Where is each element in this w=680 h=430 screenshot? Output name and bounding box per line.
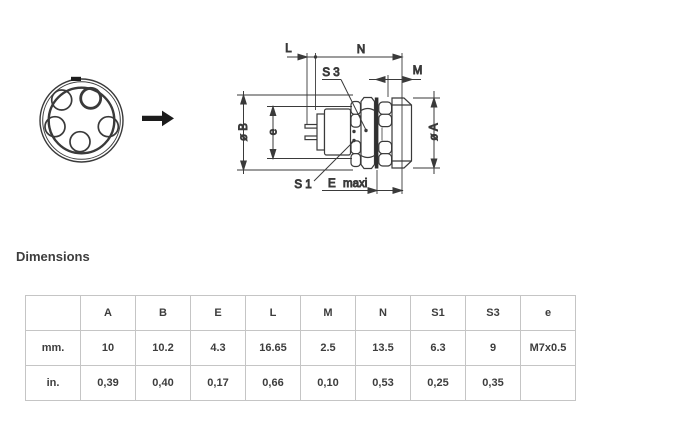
header-cell-blank [25,295,81,331]
cell-mm-s1: 6.3 [410,330,466,366]
insulator-body [323,108,352,156]
dim-label-e-maxi-maxi: maxi [343,178,367,190]
contact-hole [69,130,91,153]
row-label-in: in. [25,365,81,401]
mounting-thread [378,101,393,167]
keyway-notch [71,76,81,81]
contact-hole-keyed [79,86,103,110]
contact-hole [50,89,73,111]
table-header-row: A B E L M N S1 S3 e [25,295,576,331]
cell-in-s1: 0,25 [410,365,466,401]
cell-mm-m: 2.5 [300,330,356,366]
dim-label-e-maxi-e: E [328,178,336,190]
pin-upper [304,123,319,129]
cell-in-e: 0,17 [190,365,246,401]
cell-in-thread [520,365,576,401]
section-title: Dimensions [16,249,90,264]
cell-in-m: 0,10 [300,365,356,401]
cell-mm-l: 16.65 [245,330,301,366]
dim-label-s3: S 3 [322,67,339,79]
cell-in-b: 0,40 [135,365,191,401]
header-cell-s1: S1 [410,295,466,331]
cell-in-a: 0,39 [80,365,136,401]
thread-section-s1 [350,100,362,168]
table-row-mm: mm. 10 10.2 4.3 16.65 2.5 13.5 6.3 9 M7x… [25,330,576,366]
washer [374,97,379,169]
dim-label-s1: S 1 [294,179,311,191]
dim-label-dia-b: ø B [238,123,250,141]
cell-mm-e: 4.3 [190,330,246,366]
pin-lower [304,135,319,141]
header-cell-b: B [135,295,191,331]
dim-label-dia-a: ø A [429,123,441,141]
cell-mm-s3: 9 [465,330,521,366]
hex-nut-s3 [360,96,376,170]
face-inner-ring [47,86,116,155]
dim-label-l: L [285,43,292,55]
rear-flange [316,113,326,151]
dimension-annotations: L N M ø B e [237,43,441,194]
row-label-mm: mm. [25,330,81,366]
cell-mm-b: 10.2 [135,330,191,366]
cell-in-n: 0,53 [355,365,411,401]
cell-in-l: 0,66 [245,365,301,401]
header-cell-l: L [245,295,301,331]
face-outer-ring [39,78,124,163]
cell-mm-n: 13.5 [355,330,411,366]
connector-face-view [39,76,124,163]
connector-side-view [304,96,413,170]
contact-hole [97,115,120,138]
header-cell-a: A [80,295,136,331]
dimensions-table: A B E L M N S1 S3 e mm. 10 10.2 4.3 16.6… [25,295,576,401]
dim-label-e: e [268,129,280,135]
table-row-in: in. 0,39 0,40 0,17 0,66 0,10 0,53 0,25 0… [25,365,576,401]
face-middle-ring [42,81,121,160]
right-arrow-icon [142,110,174,127]
dim-label-m: M [413,65,423,77]
cell-mm-a: 10 [80,330,136,366]
dim-label-n: N [357,44,365,56]
header-cell-n: N [355,295,411,331]
header-cell-m: M [300,295,356,331]
header-cell-e: E [190,295,246,331]
header-cell-thread: e [520,295,576,331]
contact-hole [44,115,66,138]
cell-in-s3: 0,35 [465,365,521,401]
technical-diagram: L N M ø B e [39,43,441,194]
cell-mm-thread: M7x0.5 [520,330,576,366]
header-cell-s3: S3 [465,295,521,331]
